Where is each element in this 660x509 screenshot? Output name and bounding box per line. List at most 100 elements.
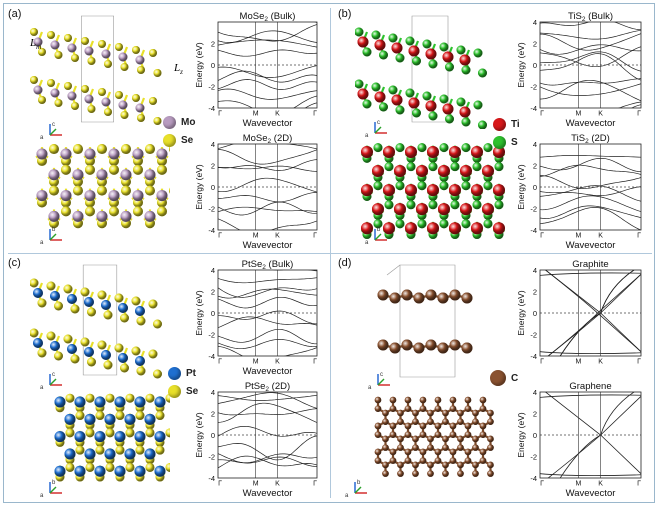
atom-shading [64,34,72,42]
se-atom-icon [168,384,181,398]
atom-shading [134,396,146,408]
atom-shading [374,39,386,51]
atom-shading [404,448,412,456]
axes-triad-icon: ab [365,227,387,246]
atom-shading [478,120,487,129]
band-line [540,186,641,196]
atom-shading [379,50,388,60]
atom-shading [355,79,364,89]
figure-frame [3,3,655,503]
lattice-label-lz: Lz [174,62,183,77]
axis-label: a [365,133,369,139]
y-tick-label: 4 [533,266,537,275]
band-line [218,149,317,165]
atom-shading [153,319,162,329]
plot-title: Graphite [572,259,608,270]
x-tick-label: K [598,481,603,488]
atom-shading [374,405,382,412]
x-tick-label: M [253,233,259,240]
axis-label: b [357,480,361,486]
band-lines [218,22,317,108]
atom-shading [104,60,112,68]
atom-shading [412,56,421,66]
atom-shading [442,435,449,443]
ti-atom-icon [493,117,506,131]
atom-shading [38,96,46,104]
atom-shading [493,146,505,158]
atom-shading [406,162,416,172]
atom-shading [464,448,472,456]
atom-shading [382,435,389,443]
atom-shading [482,203,494,216]
atom-shading [135,445,145,455]
atom-shading [472,461,479,469]
panel-label-c: (c) [8,257,21,269]
atom-shading [148,299,158,309]
x-axis-label: Wavevector [566,488,616,499]
atom-shading [389,431,397,438]
atom-shading [136,366,146,376]
y-tick-label: -2 [208,83,215,92]
x-axis-label: Wavevector [566,240,616,251]
y-tick-label: -2 [208,331,215,340]
atom-shading [87,307,96,317]
y-tick-label: 4 [211,266,215,275]
atom-shading [478,68,487,78]
atom-shading [494,200,504,210]
atom-shading [464,457,472,464]
band-lines [540,155,641,230]
atom-shading [85,428,95,438]
plot-title: TiS2 (Bulk) [568,11,613,23]
atom-shading [115,411,125,421]
atom-shading [494,162,504,172]
atom-shading [54,465,66,477]
atom-shading [442,103,454,115]
atom-shading [67,43,77,53]
atom-shading [108,190,120,202]
atom-shading [416,165,428,178]
atom-shading [134,431,146,443]
y-tick-label: -2 [208,205,215,214]
atom-shading [479,422,487,430]
atom-shading [459,106,471,118]
axis-label: a [368,385,372,391]
atom-shading [120,210,132,222]
band-line [218,296,317,309]
atom-shading [437,342,449,354]
atom-shading [67,91,77,101]
y-tick-label: -2 [530,83,537,92]
y-tick-label: 2 [533,410,537,419]
atom-shading [135,306,145,316]
atom-shading [120,169,132,181]
atom-shading [97,144,107,155]
atom-shading [388,85,398,95]
y-tick-label: 2 [533,40,537,49]
atom-shading [473,48,483,58]
band-lines [218,144,317,230]
axis-label: c [52,122,55,128]
atom-shading [416,203,428,216]
atom-shading [442,461,449,469]
x-tick-label: Γ [540,359,544,366]
atom-shading [427,461,434,469]
atom-shading [63,284,73,294]
atom-shading [109,164,119,175]
axis-label: b [52,227,56,233]
axis-b [354,486,362,494]
atom-shading [404,396,412,404]
atom-shading [412,470,419,477]
band-line [540,44,641,55]
atom-shading [472,200,482,210]
atom-shading [103,310,113,320]
atom-shading [428,111,438,121]
atom-shading [374,422,382,430]
y-tick-label: 0 [211,61,215,70]
atom-shading [395,219,405,229]
plot-frame [217,269,318,357]
atom-shading [30,328,39,338]
atom-shading [50,341,60,351]
atom-shading [487,435,494,443]
atom-shading [445,62,454,72]
x-tick-label: M [575,111,581,118]
